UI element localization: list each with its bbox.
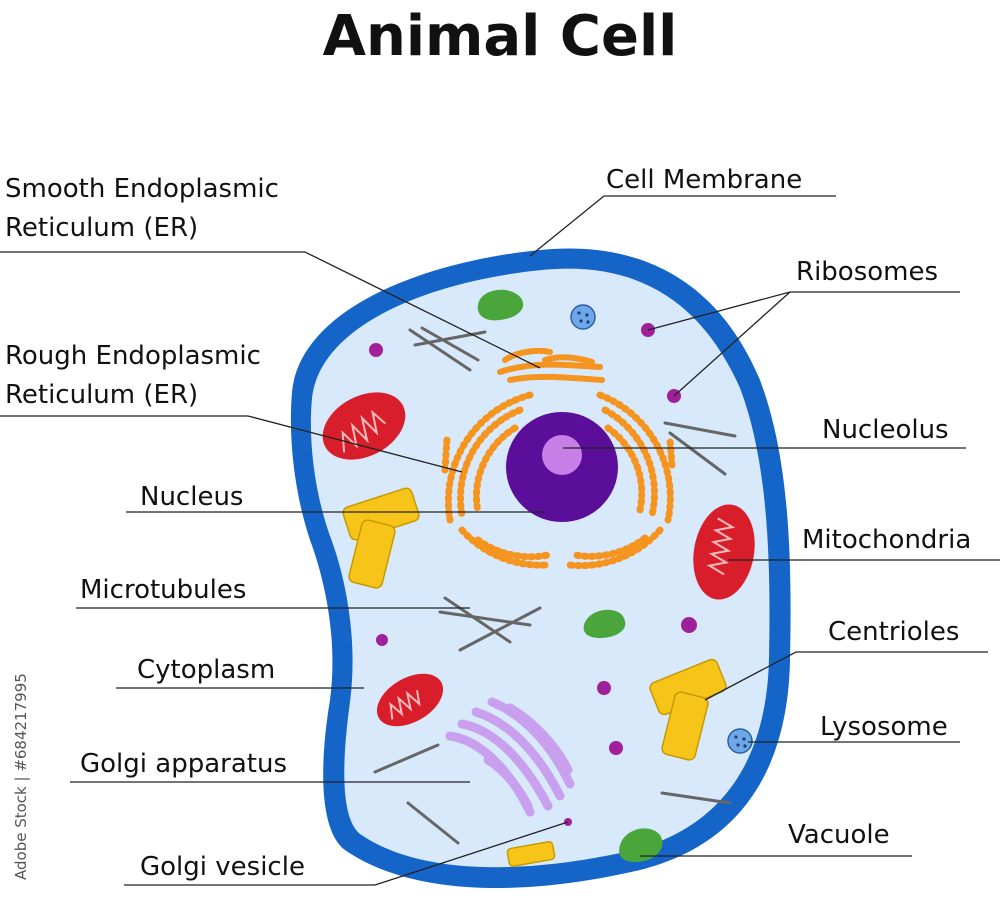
mitochondrion-3	[376, 673, 444, 727]
lysosome-1	[570, 304, 596, 330]
vacuole-2	[583, 609, 626, 638]
cytoplasm-region	[310, 268, 770, 868]
label-rough-er-line2: Reticulum (ER)	[5, 380, 198, 410]
lysosome-2	[727, 728, 753, 754]
label-mitochondria: Mitochondria	[802, 525, 971, 555]
label-golgi-vesicle: Golgi vesicle	[140, 852, 305, 882]
label-centrioles: Centrioles	[828, 617, 959, 647]
rough-er	[441, 391, 676, 570]
mitochondrion-1	[322, 392, 406, 460]
smooth-er	[497, 348, 605, 383]
label-rough-er-line1: Rough Endoplasmic	[5, 341, 261, 371]
vacuole-3	[619, 828, 663, 862]
centriole-pair-2	[649, 658, 727, 761]
label-smooth-er-line1: Smooth Endoplasmic	[5, 174, 279, 204]
label-nucleolus: Nucleolus	[822, 415, 949, 445]
label-cytoplasm: Cytoplasm	[137, 655, 275, 685]
leader-lines	[0, 195, 1000, 886]
label-smooth-er-line2: Reticulum (ER)	[5, 213, 198, 243]
label-golgi-apparatus: Golgi apparatus	[80, 749, 287, 779]
label-cell-membrane: Cell Membrane	[606, 165, 802, 195]
golgi-apparatus	[445, 697, 575, 817]
centriole-pair-1	[342, 487, 420, 589]
diagram-title: Animal Cell	[323, 4, 678, 69]
label-microtubules: Microtubules	[80, 575, 246, 605]
mitochondrion-2	[693, 504, 755, 600]
centriole-small	[506, 841, 556, 867]
label-vacuole: Vacuole	[788, 820, 890, 850]
stock-watermark: Adobe Stock | #684217995	[12, 673, 30, 880]
label-lysosome: Lysosome	[820, 712, 948, 742]
nucleolus	[542, 435, 582, 475]
label-ribosomes: Ribosomes	[796, 257, 938, 287]
microtubules-group	[373, 326, 737, 845]
label-nucleus: Nucleus	[140, 482, 243, 512]
vacuole-1	[477, 289, 524, 321]
